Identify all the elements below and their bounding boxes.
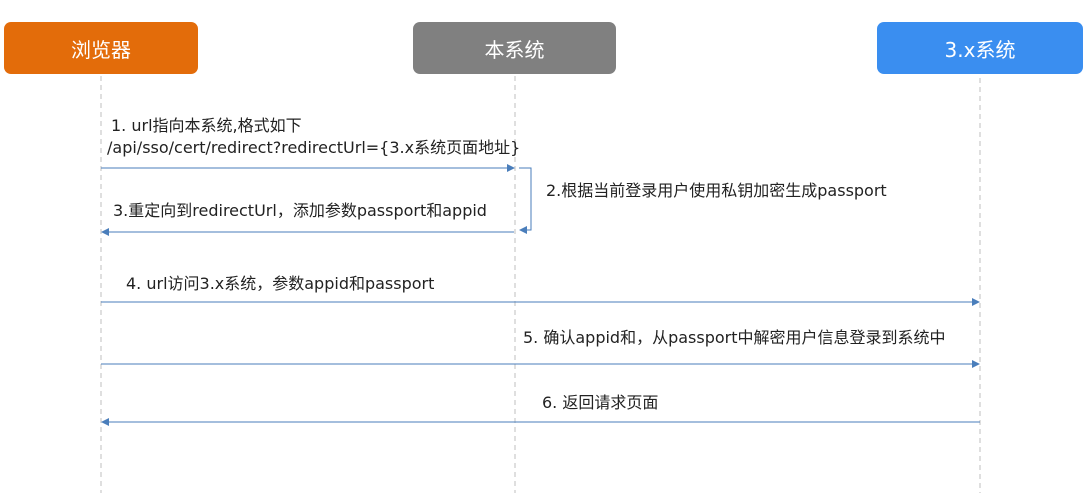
actor-3x-system-label: 3.x系统: [944, 37, 1016, 62]
message-1-line-1: 1. url指向本系统,格式如下: [111, 116, 302, 135]
message-1-line-2: /api/sso/cert/redirect?redirectUrl={3.x系…: [107, 138, 521, 157]
message-4: 4. url访问3.x系统，参数appid和passport: [126, 274, 435, 293]
actor-browser: 浏览器: [4, 22, 198, 74]
message-2: 2.根据当前登录用户使用私钥加密生成passport: [546, 181, 887, 200]
arrow-step-2-self: [519, 167, 532, 234]
actor-browser-label: 浏览器: [71, 37, 131, 62]
actor-system-label: 本系统: [484, 37, 545, 62]
actor-3x-system: 3.x系统: [877, 22, 1083, 74]
message-6: 6. 返回请求页面: [542, 393, 659, 412]
message-3: 3.重定向到redirectUrl，添加参数passport和appid: [113, 201, 487, 220]
actor-system: 本系统: [413, 22, 616, 74]
message-5: 5. 确认appid和，从passport中解密用户信息登录到系统中: [523, 328, 946, 347]
